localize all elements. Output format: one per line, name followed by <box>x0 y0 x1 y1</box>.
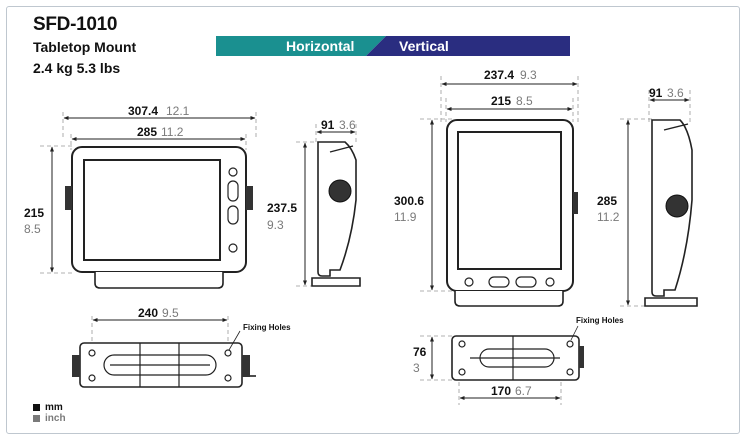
h-side-height-mm: 237.5 <box>267 201 297 215</box>
v-bottom-knob <box>579 346 584 368</box>
v-bottom-holes-mm: 170 <box>491 384 511 398</box>
h-bottom-hole-3 <box>224 349 232 357</box>
h-front-screen <box>83 159 221 261</box>
v-side-knob <box>665 194 689 218</box>
v-side-depth-mm: 91 <box>649 86 663 100</box>
v-bottom-extension-lines <box>420 335 562 405</box>
vertical-bottom-view <box>420 325 584 405</box>
v-side-height-mm: 285 <box>597 194 617 208</box>
banner-vertical-fill <box>366 36 570 56</box>
v-front-stand <box>454 291 564 307</box>
h-bottom-hole-4 <box>224 374 232 382</box>
v-bottom-hole-4 <box>566 368 574 376</box>
page-frame <box>6 6 740 434</box>
h-bottom-hole-1 <box>88 349 96 357</box>
h-width-overall-in: 12.1 <box>166 104 190 118</box>
v-side-visor <box>663 123 689 131</box>
h-side-visor <box>329 145 354 153</box>
h-fixing-holes-label: Fixing Holes <box>243 323 291 332</box>
v-fixing-holes-leader <box>570 325 579 341</box>
h-side-body <box>317 141 357 277</box>
vertical-front-view <box>420 76 579 307</box>
h-bottom-holes-mm: 240 <box>138 306 158 320</box>
vertical-side-view <box>620 90 698 307</box>
h-front-button-top <box>228 167 238 177</box>
horizontal-bottom-view <box>72 316 256 388</box>
banner-background <box>216 36 570 56</box>
h-front-button-rocker1 <box>227 180 239 202</box>
h-height-mm: 215 <box>24 206 44 220</box>
h-bottom-hole-2 <box>88 374 96 382</box>
h-front-stand <box>94 272 224 289</box>
h-fixing-holes-leader <box>228 330 241 351</box>
h-bottom-slot <box>103 354 217 376</box>
v-height-mm: 300.6 <box>394 194 424 208</box>
legend-swatch-mm <box>33 404 40 411</box>
orientation-banner: Horizontal Vertical <box>216 36 570 56</box>
v-width-overall-in: 9.3 <box>520 68 537 82</box>
v-width-overall-mm: 237.4 <box>484 68 514 82</box>
h-width-overall-mm: 307.4 <box>128 104 158 118</box>
h-side-base <box>311 277 361 287</box>
horizontal-side-view <box>296 124 361 287</box>
v-bottom-depth-in: 3 <box>413 361 420 375</box>
h-side-extension-lines <box>296 124 357 287</box>
legend-row-mm: mm <box>33 402 66 413</box>
banner-horizontal-label: Horizontal <box>286 38 355 54</box>
v-front-knob <box>573 192 578 214</box>
h-front-extension-lines <box>40 112 257 274</box>
v-bottom-slot <box>479 348 555 368</box>
v-bottom-holes-in: 6.7 <box>515 384 532 398</box>
mount-type: Tabletop Mount <box>33 39 137 55</box>
v-height-in: 11.9 <box>394 210 417 224</box>
legend-row-inch: inch <box>33 413 66 424</box>
v-front-button-rocker2 <box>515 276 537 288</box>
legend-label-mm: mm <box>45 402 63 413</box>
banner-vertical-label: Vertical <box>399 38 449 54</box>
legend-label-inch: inch <box>45 413 66 424</box>
v-side-depth-in: 3.6 <box>667 86 684 100</box>
v-side-height-in: 11.2 <box>597 210 620 224</box>
v-fixing-holes-label: Fixing Holes <box>576 316 624 325</box>
h-front-button-bottom <box>228 243 238 253</box>
v-front-screen <box>457 131 562 270</box>
banner-horizontal-fill <box>216 36 386 56</box>
v-side-base <box>644 297 698 307</box>
h-front-knob-right <box>246 186 253 210</box>
v-front-button-rocker1 <box>488 276 510 288</box>
h-front-button-rocker2 <box>227 205 239 225</box>
legend-swatch-inch <box>33 415 40 422</box>
v-bottom-hole-1 <box>458 340 466 348</box>
unit-legend: mm inch <box>33 402 66 424</box>
h-side-depth-mm: 91 <box>321 118 335 132</box>
h-side-knob <box>328 179 352 203</box>
v-front-extension-lines <box>420 76 579 292</box>
h-bottom-knob-left <box>72 355 80 377</box>
v-width-body-mm: 215 <box>491 94 511 108</box>
v-side-extension-lines <box>620 90 691 307</box>
weight-label: 2.4 kg 5.3 lbs <box>33 60 121 76</box>
h-bottom-knob-right <box>242 355 250 377</box>
h-bottom-holes-in: 9.5 <box>162 306 179 320</box>
v-front-button-right <box>545 277 555 287</box>
h-height-in: 8.5 <box>24 222 41 236</box>
v-bottom-depth-mm: 76 <box>413 345 427 359</box>
v-width-body-in: 8.5 <box>516 94 533 108</box>
h-width-body-mm: 285 <box>137 125 157 139</box>
model-title: SFD-1010 <box>33 14 118 35</box>
h-side-height-in: 9.3 <box>267 218 284 232</box>
horizontal-front-view <box>40 112 257 289</box>
v-front-button-left <box>464 277 474 287</box>
v-bottom-hole-2 <box>458 368 466 376</box>
h-side-depth-in: 3.6 <box>339 118 356 132</box>
v-bottom-hole-3 <box>566 340 574 348</box>
h-front-knob-left <box>65 186 72 210</box>
h-width-body-in: 11.2 <box>161 125 184 139</box>
